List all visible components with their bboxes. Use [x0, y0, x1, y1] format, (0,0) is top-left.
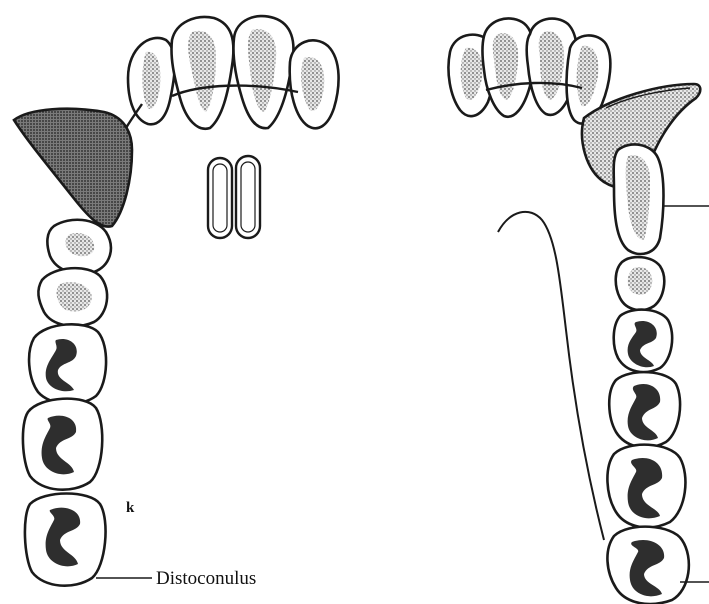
small-mark-label: k	[126, 500, 135, 516]
left-canine	[14, 104, 142, 227]
left-oval-1-inner	[213, 164, 227, 232]
right-premolar-2-shade	[628, 267, 653, 295]
distoconulus-label: Distoconulus	[156, 568, 256, 589]
left-incisor-row	[128, 16, 339, 129]
left-oval-1	[208, 158, 232, 238]
left-canine-crown	[14, 109, 132, 227]
right-premolar-elongated	[614, 144, 709, 254]
right-arch-curve	[498, 212, 604, 540]
left-jaw: Distoconulus k	[14, 16, 339, 589]
right-jaw	[448, 18, 709, 604]
left-incisive-ovals	[208, 156, 260, 238]
right-cheek-teeth	[607, 257, 709, 604]
left-oval-2	[236, 156, 260, 238]
left-oval-2-inner	[241, 162, 255, 232]
left-molar-2	[23, 399, 102, 490]
left-cheek-teeth	[23, 220, 111, 586]
right-incisor-row	[448, 18, 610, 123]
left-molar-1	[29, 324, 106, 404]
left-molar-3	[25, 494, 106, 586]
distoconulus-annotation: Distoconulus k	[96, 500, 256, 589]
